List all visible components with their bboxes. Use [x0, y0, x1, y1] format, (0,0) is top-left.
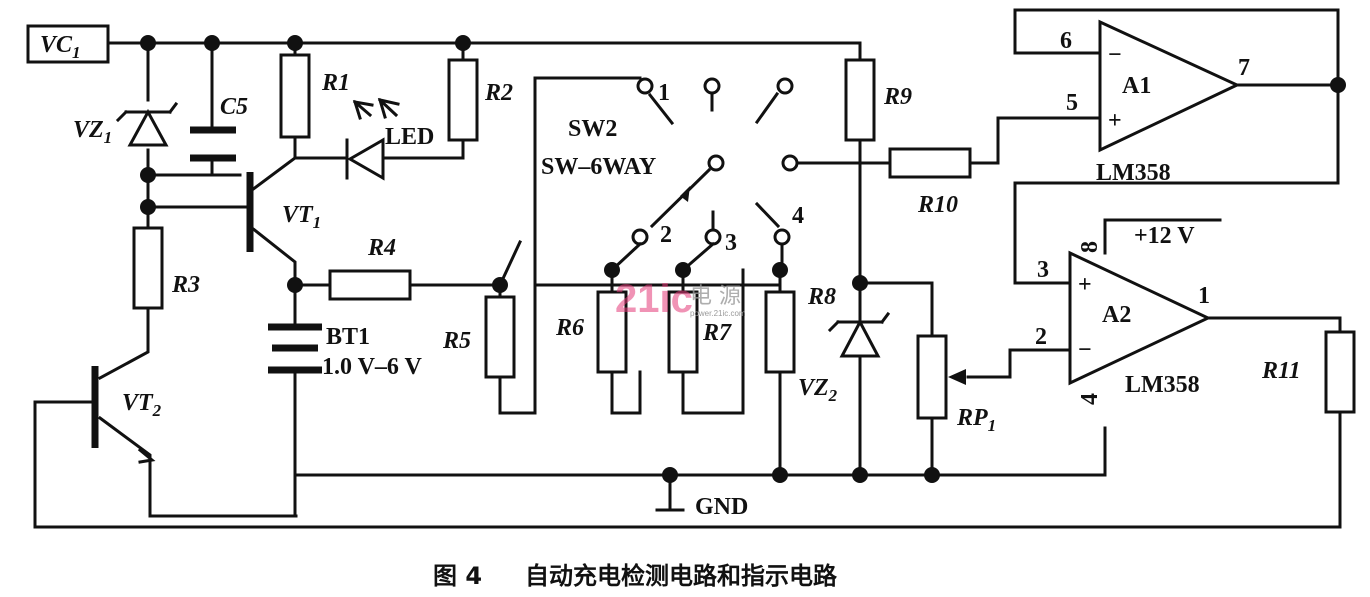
- label-sw-pos4: 4: [792, 203, 804, 229]
- a1-pin-out: 7: [1238, 55, 1250, 81]
- a1-part: LM358: [1096, 160, 1171, 186]
- r9-resistor: [844, 58, 876, 142]
- a1-pin-inv: 6: [1060, 28, 1072, 54]
- junction-dots: [140, 35, 1346, 483]
- sw2-rotary-switch: [609, 77, 799, 273]
- label-r5: R5: [442, 328, 471, 354]
- opamp-a2-labels: A2 + − 3 2 1 8 4 +12 V LM358: [1035, 223, 1210, 405]
- label-r7: R7: [702, 320, 732, 346]
- a1-minus: −: [1108, 42, 1122, 68]
- opamp-a1: [1098, 19, 1241, 153]
- wires: [33, 8, 1342, 529]
- label-r3: R3: [171, 272, 200, 298]
- a2-minus: −: [1078, 337, 1092, 363]
- component-labels: VC1 VZ1 C5 R1 R2 LED VT1 R3 R4 VT2 BT1 1…: [40, 32, 1301, 520]
- r3-resistor: [132, 226, 164, 310]
- vt2-transistor: [91, 366, 156, 464]
- label-vt2: VT2: [122, 390, 162, 420]
- r7-resistor: [667, 290, 699, 374]
- caption-title: 自动充电检测电路和指示电路: [525, 562, 838, 590]
- watermark-url: power.21ic.com: [690, 309, 746, 318]
- label-vz1: VZ1: [73, 117, 112, 147]
- watermark-text: 电 源: [690, 284, 741, 309]
- label-led: LED: [385, 124, 434, 150]
- a1-name: A1: [1122, 73, 1151, 99]
- label-vt1: VT1: [282, 202, 321, 232]
- a2-pin-vcc: 8: [1077, 241, 1103, 253]
- label-sw-pos1: 1: [658, 80, 670, 106]
- r6-resistor: [596, 290, 628, 374]
- r10-resistor: [888, 147, 972, 179]
- watermark-logo: 21ic: [615, 277, 693, 321]
- label-c5: C5: [220, 94, 248, 120]
- a2-pin-inv: 2: [1035, 324, 1047, 350]
- r5-resistor: [484, 295, 516, 379]
- rp1-potentiometer: [916, 334, 966, 420]
- opamp-a1-labels: A1 − + 6 5 7 LM358: [1060, 28, 1250, 186]
- label-sw2: SW2: [568, 116, 617, 142]
- label-bt1-range: 1.0 V–6 V: [322, 354, 422, 380]
- a2-pin-out: 1: [1198, 283, 1210, 309]
- vz2-zener: [827, 311, 891, 358]
- label-r1: R1: [321, 70, 350, 96]
- opamp-a2: [1068, 250, 1212, 386]
- label-rp1: RP1: [956, 405, 996, 435]
- label-r10: R10: [917, 192, 958, 218]
- figure-caption: 图 4 自动充电检测电路和指示电路: [433, 562, 838, 590]
- label-gnd: GND: [695, 494, 748, 520]
- label-r11: R11: [1261, 358, 1301, 384]
- label-r2: R2: [484, 80, 513, 106]
- a1-plus: +: [1108, 108, 1122, 134]
- label-sw-pos3: 3: [725, 230, 737, 256]
- r8-resistor: [764, 290, 796, 374]
- label-bt1: BT1: [326, 324, 370, 350]
- a2-part: LM358: [1125, 372, 1200, 398]
- label-r9: R9: [883, 84, 912, 110]
- a2-plus: +: [1078, 272, 1092, 298]
- a2-name: A2: [1102, 302, 1131, 328]
- a2-supply: +12 V: [1134, 223, 1195, 249]
- label-vz2: VZ2: [798, 375, 838, 405]
- a1-pin-noninv: 5: [1066, 90, 1078, 116]
- label-r4: R4: [367, 235, 396, 261]
- watermark: 21ic 电 源 power.21ic.com: [615, 277, 746, 321]
- a2-pin-gnd: 4: [1077, 393, 1103, 405]
- led-diode: [345, 97, 400, 181]
- r11-resistor: [1324, 330, 1356, 414]
- label-sw-type: SW–6WAY: [541, 154, 656, 180]
- label-r8: R8: [807, 284, 836, 310]
- label-sw-pos2: 2: [660, 222, 672, 248]
- a2-pin-noninv: 3: [1037, 257, 1049, 283]
- bt1-battery: [268, 323, 322, 374]
- caption-figure-number: 图 4: [433, 562, 482, 590]
- vc1-terminal: [26, 24, 110, 64]
- r1-resistor: [279, 53, 311, 139]
- r2-resistor: [447, 58, 479, 142]
- vz1-zener: [115, 101, 179, 147]
- label-r6: R6: [555, 315, 584, 341]
- c5-capacitor: [190, 126, 236, 162]
- label-vc1: VC1: [40, 32, 81, 62]
- r4-resistor: [328, 269, 412, 301]
